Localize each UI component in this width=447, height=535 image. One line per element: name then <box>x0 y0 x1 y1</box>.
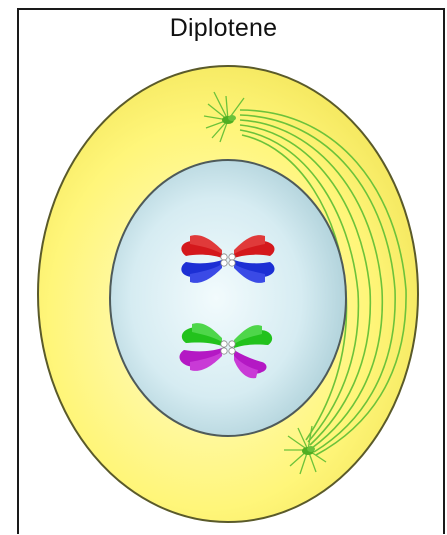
nucleus <box>110 160 346 436</box>
